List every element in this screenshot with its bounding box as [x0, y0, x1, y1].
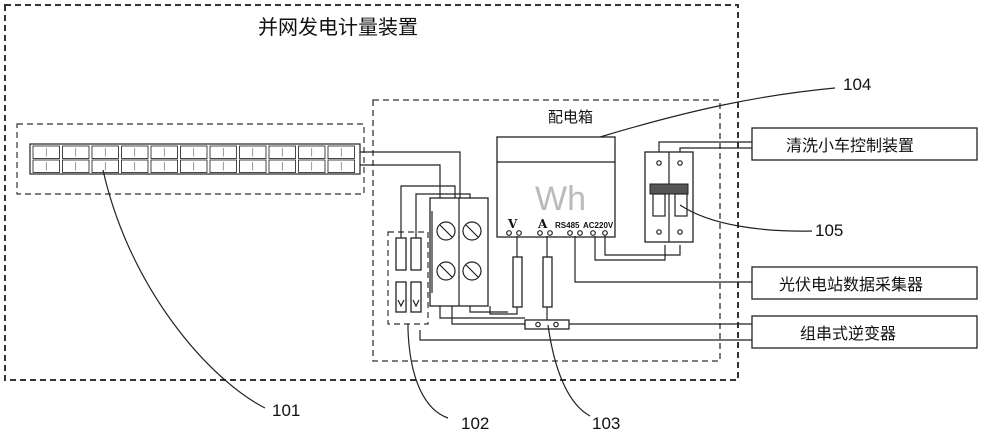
meter-terminals [506, 230, 608, 236]
wire-to-cleaning [658, 141, 752, 152]
wire-rs485 [574, 236, 752, 283]
breaker-knob [462, 221, 482, 241]
cleaning-control-box [751, 127, 978, 161]
leader-105 [679, 204, 813, 232]
wire-ac220 [594, 236, 666, 261]
breaker-knob [436, 261, 456, 281]
meter-symbol: Wh [535, 180, 586, 218]
data-collector-box [751, 266, 978, 300]
pv-array-cells [32, 145, 355, 173]
distribution-box-title: 配电箱 [548, 108, 593, 126]
leader-102 [407, 329, 449, 419]
leader-104 [599, 87, 836, 138]
energy-meter [496, 136, 616, 238]
outer-boundary [4, 4, 739, 381]
wire-pv-positive [360, 151, 461, 198]
terminal-v-label: V [507, 217, 518, 231]
callout-101: 101 [272, 401, 300, 420]
fuse-element [410, 281, 422, 313]
voltage-lead-resistor [512, 256, 523, 308]
surge-protector-boundary [387, 231, 429, 325]
outer-title: 并网发电计量装置 [258, 15, 418, 39]
fuse-element [395, 281, 407, 313]
terminal-rs485-label: RS485 [555, 221, 580, 230]
pv-array-frame [29, 143, 361, 175]
callout-102: 102 [461, 414, 489, 433]
fuse-element [410, 237, 422, 271]
breaker-knob [462, 261, 482, 281]
callout-104: 104 [843, 75, 871, 94]
string-inverter-label: 组串式逆变器 [800, 324, 896, 343]
data-collector-label: 光伏电站数据采集器 [779, 275, 923, 294]
string-inverter-box [751, 315, 978, 349]
terminal-a-label: A [537, 217, 548, 231]
breaker-knob [436, 221, 456, 241]
leader-103 [547, 324, 591, 417]
terminal-ac-label: AC220V [583, 221, 614, 230]
wire-pv-negative [360, 164, 441, 198]
fuse-element [395, 237, 407, 271]
terminal-block [524, 319, 570, 330]
leader-101 [102, 169, 266, 409]
distribution-box-boundary [372, 99, 721, 362]
cleaning-control-label: 清洗小车控制装置 [786, 136, 914, 155]
current-shunt [542, 256, 553, 308]
callout-105: 105 [815, 221, 843, 240]
callout-103: 103 [592, 414, 620, 433]
pv-array-boundary [16, 123, 365, 195]
